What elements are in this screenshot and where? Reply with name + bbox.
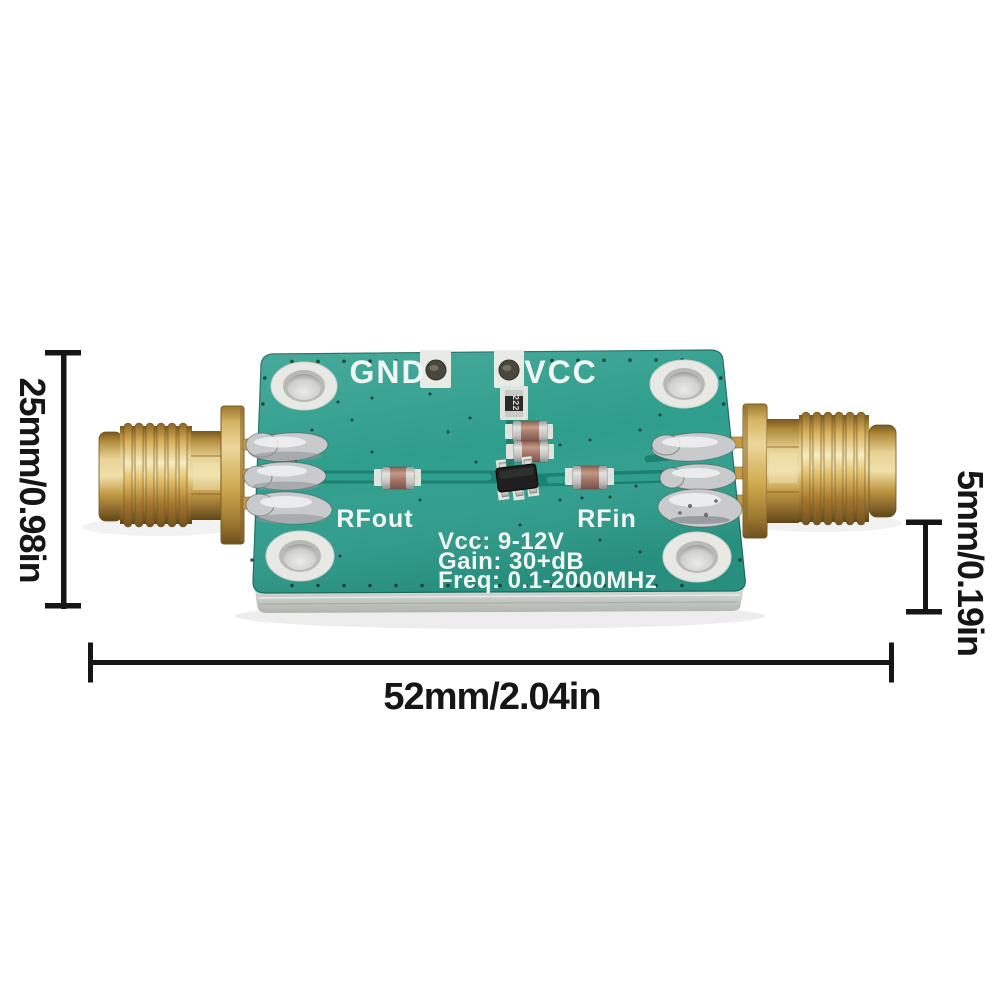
gnd-label: GND (349, 354, 426, 390)
dimension-annotation-height: 25mm/0.98in (12, 350, 81, 609)
dimension-line (923, 522, 928, 612)
dimension-line (61, 352, 67, 609)
connector-end-ring (98, 431, 123, 522)
smd-capacitor-stack-2 (506, 440, 554, 463)
connector-end-ring (868, 424, 897, 518)
rfin-label: RFin (577, 505, 637, 533)
gnd-pad (420, 350, 451, 388)
smd-capacitor-left (374, 466, 421, 490)
sma-connector-right (725, 403, 897, 539)
solder-highlights-right (662, 436, 721, 507)
silkscreen-labels: GND VCC RFout RFin Vcc: 9-12V Gain: 30+d… (336, 354, 657, 594)
rfout-label: RFout (336, 505, 413, 533)
vcc-label: VCC (524, 354, 598, 390)
dimension-cap-right (889, 642, 894, 683)
mounting-hole-top-right (649, 359, 719, 409)
width-dimension-label: 52mm/2.04in (383, 676, 600, 718)
mounting-hole-bottom-left (265, 530, 335, 582)
pcb-board: 222 (243, 349, 746, 613)
spec-vcc: Vcc: 9-12V (438, 528, 564, 555)
spec-freq: Freq: 0.1-2000MHz (438, 567, 657, 594)
dimension-annotation-thickness: 5mm/0.19in (906, 470, 991, 656)
amplifier-ic-chip (495, 456, 540, 501)
dimension-line (90, 660, 892, 665)
connector-hex-neck (767, 419, 799, 523)
resistor-marking: 222 (511, 395, 521, 411)
smd-resistor: 222 (500, 386, 528, 420)
dimension-cap-bottom (45, 603, 81, 609)
solder-shadows-left (253, 451, 326, 524)
dimension-cap-top (906, 519, 942, 525)
dimension-cap-bottom (906, 609, 942, 615)
smd-capacitor-stack-1 (505, 420, 553, 443)
mounting-hole-top-left (270, 361, 338, 411)
dimension-cap-left (88, 642, 93, 683)
dimension-annotation-width: 52mm/2.04in (88, 642, 894, 718)
thickness-dimension-label: 5mm/0.19in (950, 470, 991, 656)
vcc-pad (494, 350, 524, 388)
spec-gain: Gain: 30+dB (438, 548, 584, 575)
thread-ridges (123, 422, 188, 528)
mounting-hole-bottom-right (662, 531, 732, 583)
solder-speckles-right (670, 499, 730, 524)
thread-ridges (801, 411, 866, 526)
height-dimension-label: 25mm/0.98in (12, 377, 53, 582)
sma-connector-left (98, 405, 268, 545)
smd-capacitor-right (565, 465, 614, 490)
dimension-cap-top (45, 350, 81, 356)
connector-hex-neck (191, 431, 222, 520)
solder-highlights-left (254, 436, 312, 508)
